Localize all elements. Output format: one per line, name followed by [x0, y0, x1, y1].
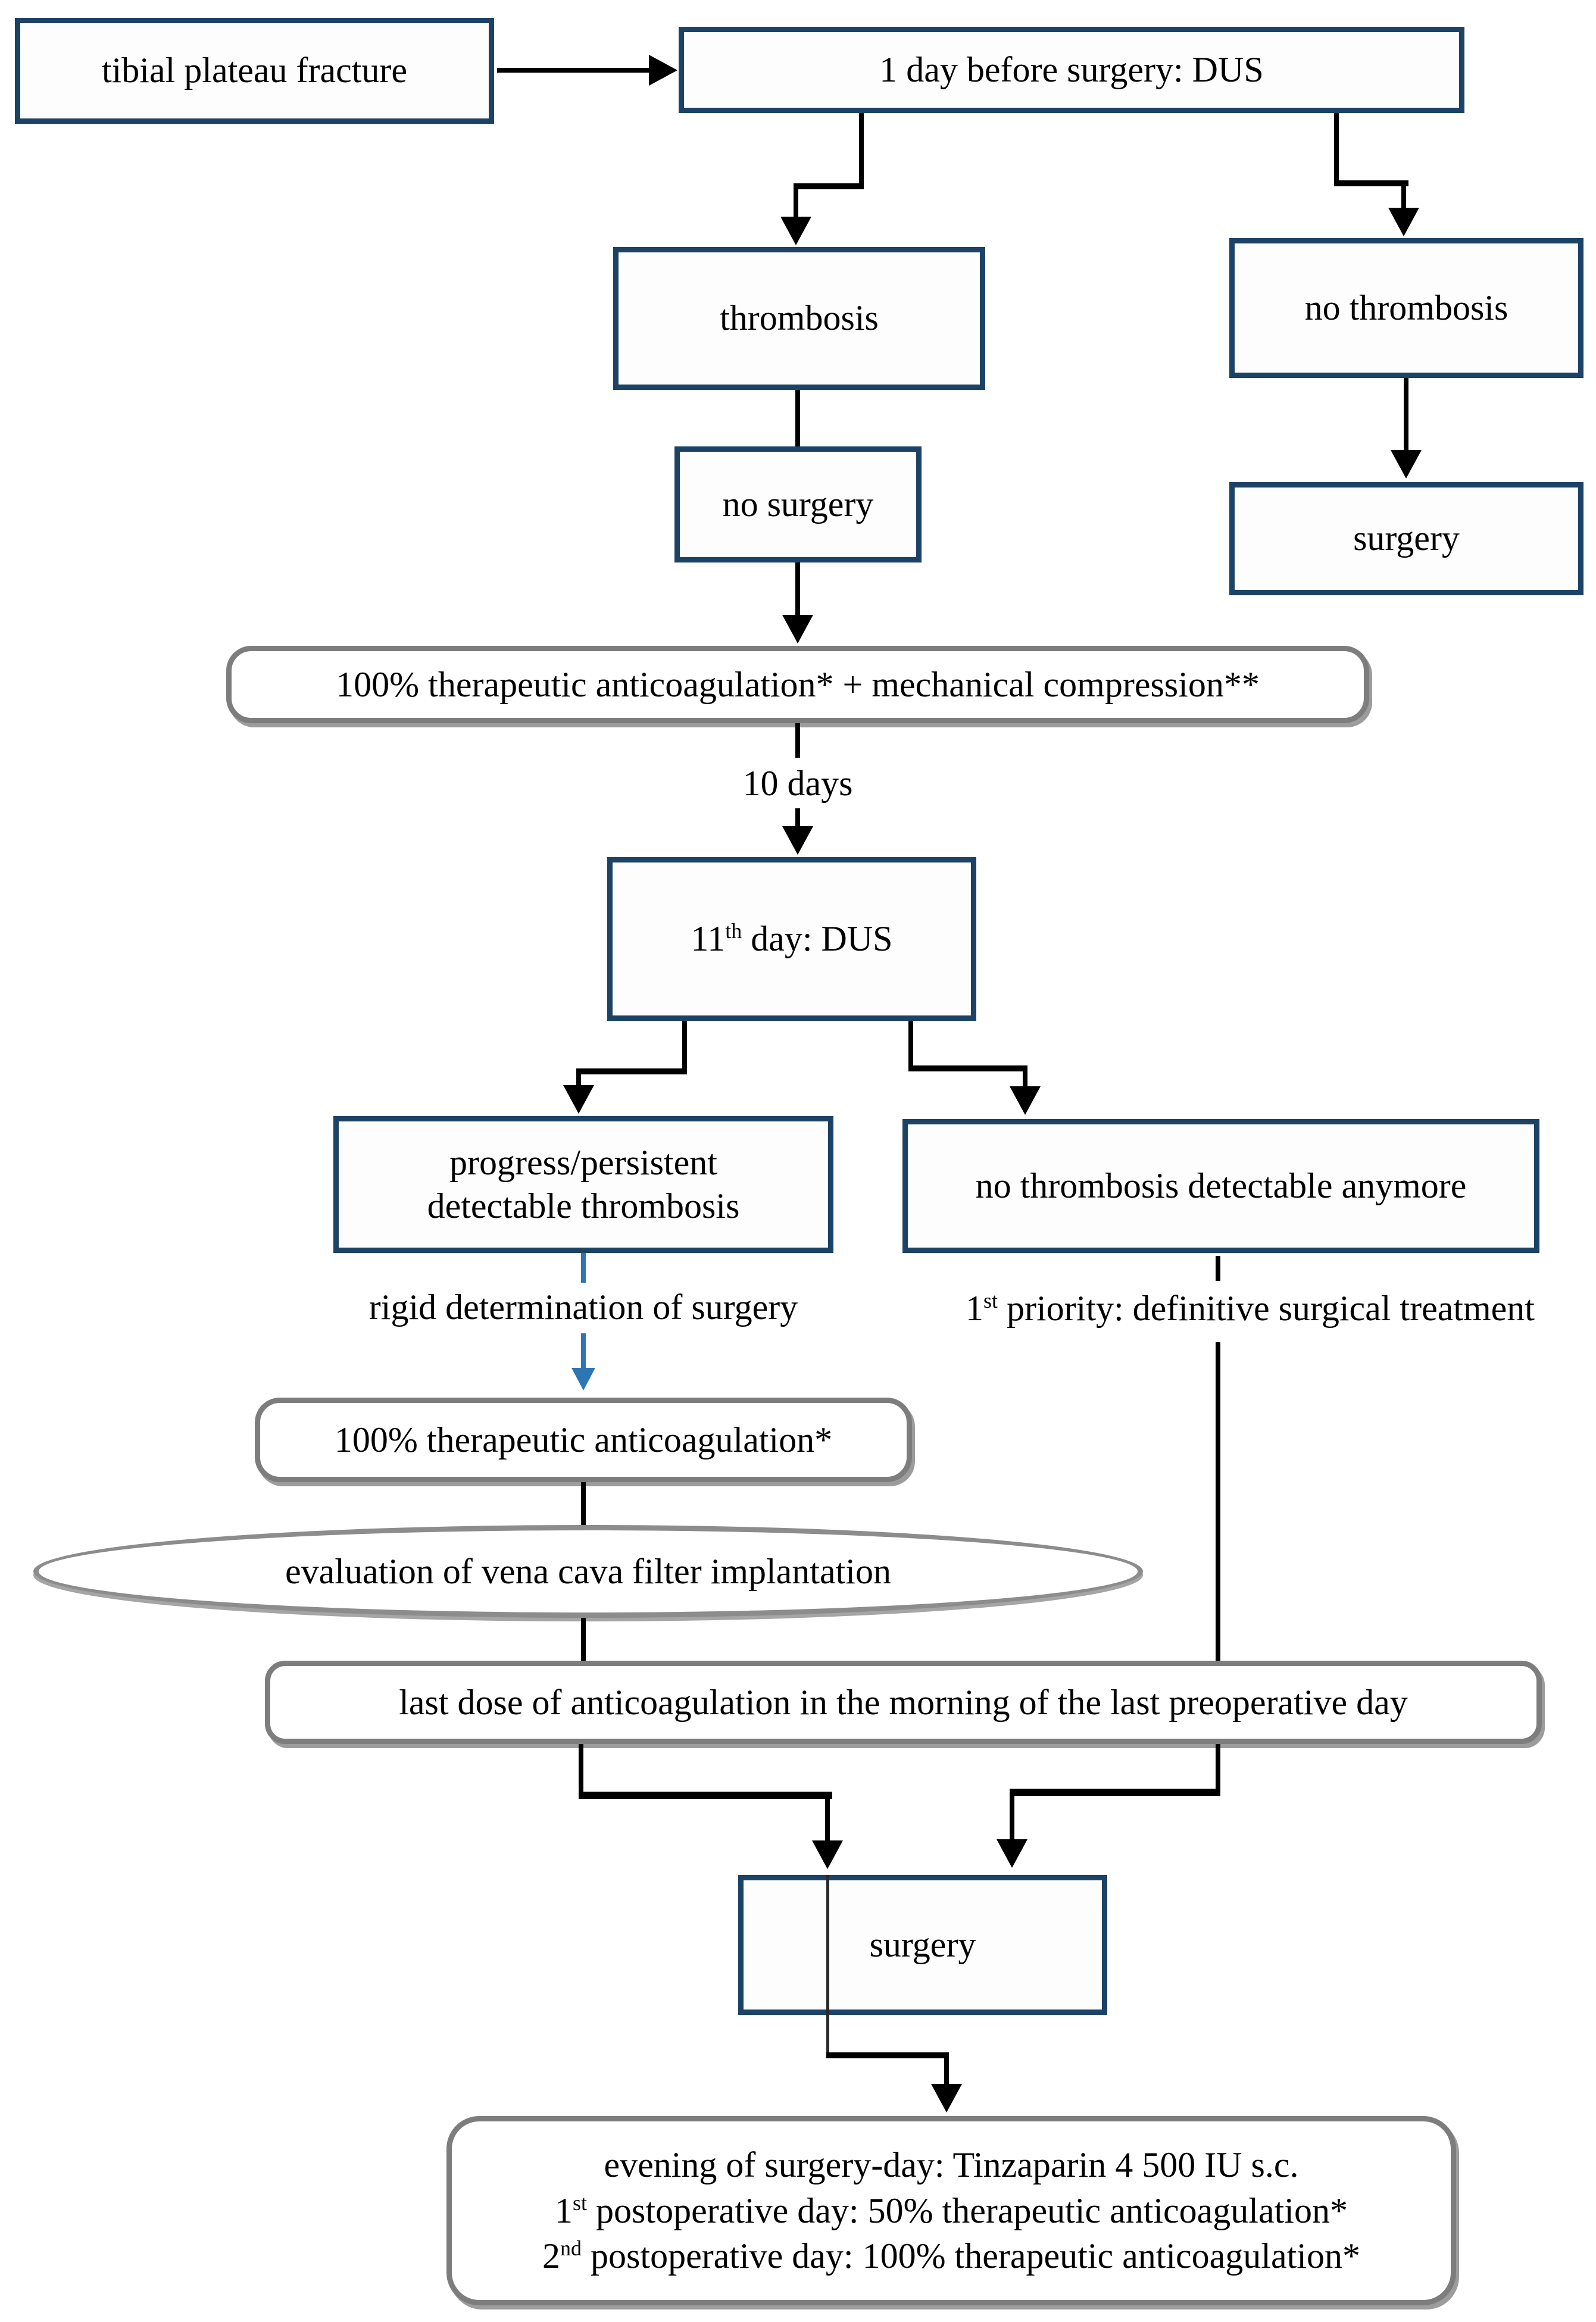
connector-lastdose-left-v1: [579, 1744, 583, 1792]
connector-dus2-left-v1: [682, 1021, 687, 1068]
connector-dus1-left-v2: [794, 189, 798, 219]
connector-10-days-lower: [795, 808, 800, 827]
node-label: evening of surgery-day: Tinzaparin 4 500…: [542, 2145, 1360, 2276]
node-label: surgery: [1353, 518, 1460, 558]
connector-dus2-right-h: [908, 1065, 1027, 1071]
connector-no-thrombosis-to-surgery: [1404, 378, 1408, 452]
label-1st-priority: 1st priority: definitive surgical treatm…: [966, 1289, 1535, 1328]
connector-priority-long-vertical: [1216, 1342, 1220, 1661]
arrowhead-down-blue-anticoag: [571, 1368, 595, 1390]
node-anticoagulation-mechanical-compression: 100% therapeutic anticoagulation* + mech…: [226, 646, 1369, 723]
arrowhead-right-dus1: [649, 55, 677, 86]
node-label: no thrombosis detectable anymore: [975, 1165, 1467, 1205]
arrowhead-down-dus2: [782, 826, 813, 855]
arrowhead-down-surgery-left-entry: [812, 1840, 843, 1869]
superscript-th: th: [725, 918, 742, 943]
superscript-st: st: [983, 1289, 998, 1312]
node-label: 100% therapeutic anticoagulation*: [334, 1420, 833, 1460]
connector-no-surgery-to-anticoag: [795, 562, 800, 616]
node-label: no surgery: [722, 484, 874, 524]
connector-anticoag-to-ellipse: [581, 1482, 586, 1526]
node-last-dose-anticoagulation: last dose of anticoagulation in the morn…: [265, 1661, 1542, 1744]
connector-progress-blue-lower: [581, 1333, 586, 1369]
node-label: last dose of anticoagulation in the morn…: [399, 1682, 1408, 1722]
connector-surgery-to-postop-h: [826, 2052, 949, 2058]
node-label: thrombosis: [720, 298, 879, 338]
node-no-surgery: no surgery: [674, 446, 922, 562]
connector-dus1-right-v2: [1401, 186, 1406, 210]
node-thrombosis: thrombosis: [613, 247, 985, 390]
connector-dus1-right-h: [1334, 180, 1408, 186]
arrowhead-down-postop: [931, 2084, 962, 2112]
connector-priority-upper: [1216, 1256, 1220, 1281]
label-rigid-determination: rigid determination of surgery: [368, 1287, 798, 1327]
node-label: progress/persistent detectable thrombosi…: [427, 1142, 740, 1226]
node-label: 1 day before surgery: DUS: [879, 49, 1264, 89]
connector-lastdose-left-v2: [825, 1799, 830, 1842]
superscript-st: st: [573, 2190, 588, 2215]
connector-ellipse-to-last-dose: [581, 1618, 586, 1662]
connector-lastdose-right-h: [1010, 1789, 1220, 1796]
connector-progress-blue-upper: [581, 1253, 586, 1283]
node-surgery-right: surgery: [1229, 482, 1583, 595]
connector-dus1-left-v1: [859, 113, 864, 183]
arrowhead-down-progress: [563, 1085, 594, 1114]
connector-dus1-left-h: [794, 183, 864, 189]
node-label: surgery: [869, 1924, 976, 1964]
connector-thrombosis-to-no-surgery: [795, 390, 800, 446]
connector-dus2-left-h: [576, 1068, 687, 1074]
node-label: evaluation of vena cava filter implantat…: [285, 1551, 891, 1591]
arrowhead-down-anticoag-compression: [782, 615, 813, 643]
superscript-nd: nd: [560, 2236, 582, 2261]
arrowhead-down-surgery-right: [1391, 450, 1422, 479]
connector-tibial-to-dus1: [497, 68, 655, 73]
node-label: tibial plateau fracture: [101, 51, 408, 90]
node-tibial-plateau-fracture: tibial plateau fracture: [15, 18, 494, 124]
connector-dus2-left-v2: [576, 1074, 581, 1086]
label-10-days: 10 days: [742, 764, 853, 803]
node-no-thrombosis: no thrombosis: [1229, 238, 1583, 378]
node-dus-1-day-before-surgery: 1 day before surgery: DUS: [679, 27, 1464, 113]
node-label: no thrombosis: [1304, 287, 1508, 327]
connector-lastdose-right-v2: [1010, 1796, 1014, 1840]
arrowhead-down-no-thrombosis-anymore: [1010, 1086, 1041, 1115]
arrowhead-down-surgery-right-entry: [997, 1839, 1027, 1868]
node-postoperative-protocol: evening of surgery-day: Tinzaparin 4 500…: [446, 2116, 1456, 2305]
node-label: 100% therapeutic anticoagulation* + mech…: [336, 664, 1260, 704]
connector-10-days-upper: [795, 723, 800, 758]
connector-through-surgery-box: [826, 1875, 829, 2057]
connector-lastdose-left-h: [579, 1792, 832, 1799]
connector-surgery-to-postop-v: [944, 2058, 949, 2085]
node-label: 11th day: DUS: [691, 918, 893, 958]
arrowhead-down-thrombosis: [780, 217, 811, 245]
node-progress-persistent-thrombosis: progress/persistent detectable thrombosi…: [333, 1116, 833, 1253]
connector-dus2-right-v2: [1023, 1071, 1027, 1086]
arrowhead-down-no-thrombosis: [1388, 208, 1419, 236]
connector-dus1-right-v1: [1334, 113, 1339, 180]
node-no-thrombosis-detectable-anymore: no thrombosis detectable anymore: [902, 1119, 1539, 1253]
node-100-therapeutic-anticoagulation: 100% therapeutic anticoagulation*: [255, 1398, 912, 1482]
node-surgery-final: surgery: [738, 1875, 1107, 2015]
node-11th-day-dus: 11th day: DUS: [607, 857, 976, 1021]
connector-lastdose-right-v1: [1216, 1744, 1220, 1789]
connector-dus2-right-v1: [908, 1021, 913, 1065]
node-vena-cava-filter-evaluation: evaluation of vena cava filter implantat…: [33, 1525, 1143, 1618]
